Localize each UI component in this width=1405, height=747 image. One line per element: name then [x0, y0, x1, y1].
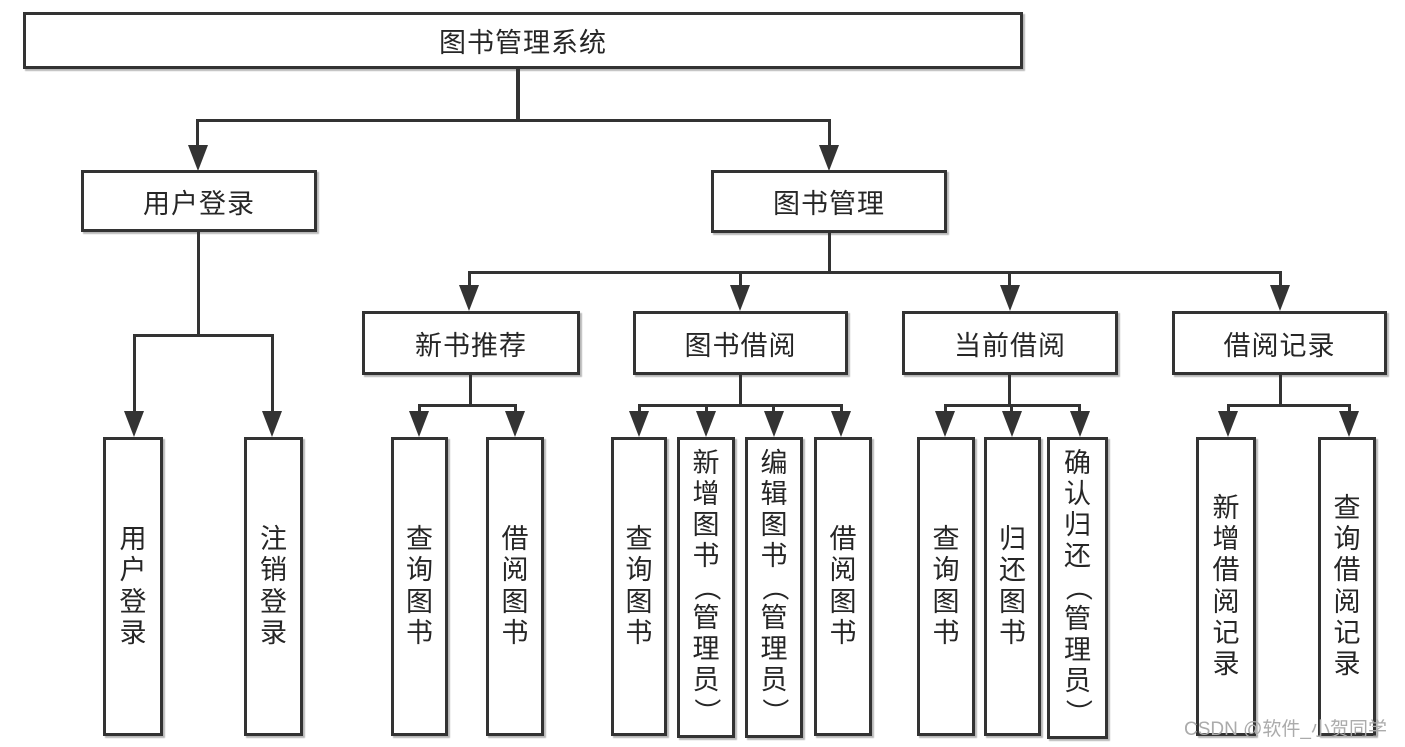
arrow-down-icon — [730, 285, 750, 311]
arrow-down-icon — [1070, 411, 1090, 437]
arrow-down-icon — [262, 411, 282, 437]
leaf-add-borrow-record: 新增借阅记录 — [1196, 437, 1256, 736]
leaf-borrow-books-recommend: 借阅图书 — [486, 437, 544, 736]
arrow-down-icon — [409, 411, 429, 437]
arrow-down-icon — [935, 411, 955, 437]
node-new-book-recommend: 新书推荐 — [362, 311, 580, 375]
leaf-borrow-books-borrow: 借阅图书 — [814, 437, 872, 736]
node-book-management: 图书管理 — [711, 170, 947, 233]
arrow-down-icon — [188, 145, 208, 171]
connector-line — [271, 334, 274, 412]
connector-line — [772, 404, 775, 414]
connector-line — [418, 404, 517, 407]
arrow-down-icon — [819, 145, 839, 171]
connector-line — [196, 119, 831, 122]
node-current-borrow: 当前借阅 — [902, 311, 1118, 375]
arrow-down-icon — [124, 411, 144, 437]
connector-line — [516, 69, 520, 121]
connector-line — [469, 374, 472, 406]
node-borrow-records: 借阅记录 — [1172, 311, 1387, 375]
node-user-login: 用户登录 — [81, 170, 317, 232]
node-borrow-records-label: 借阅记录 — [1223, 330, 1336, 361]
arrow-down-icon — [1339, 411, 1359, 437]
connector-line — [638, 404, 843, 407]
leaf-query-books-borrow: 查询图书 — [611, 437, 667, 736]
arrow-down-icon — [1000, 285, 1020, 311]
leaf-query-borrow-record: 查询借阅记录 — [1318, 437, 1376, 736]
connector-line — [840, 404, 843, 414]
leaf-user-login-label: 用户登录 — [119, 524, 147, 648]
connector-line — [1078, 404, 1081, 414]
leaf-borrow-books-recommend-label: 借阅图书 — [501, 524, 529, 648]
connector-line — [739, 374, 742, 406]
connector-line — [944, 404, 947, 414]
leaf-add-book-admin-label: 新增图书（管理员） — [691, 447, 722, 726]
connector-line — [514, 404, 517, 414]
connector-line — [1008, 374, 1011, 406]
leaf-edit-book-admin-label: 编辑图书（管理员） — [759, 447, 790, 726]
node-new-book-recommend-label: 新书推荐 — [415, 330, 527, 361]
arrow-down-icon — [459, 285, 479, 311]
leaf-logout: 注销登录 — [244, 437, 303, 736]
connector-line — [828, 231, 831, 273]
node-book-borrow: 图书借阅 — [633, 311, 848, 375]
leaf-query-books-current-label: 查询图书 — [932, 524, 960, 648]
leaf-edit-book-admin: 编辑图书（管理员） — [745, 437, 803, 738]
arrow-down-icon — [505, 411, 525, 437]
arrow-down-icon — [1270, 285, 1290, 311]
connector-line — [196, 119, 199, 147]
arrow-down-icon — [629, 411, 649, 437]
connector-line — [468, 271, 471, 289]
node-user-login-label: 用户登录 — [143, 188, 255, 219]
arrow-down-icon — [764, 411, 784, 437]
connector-line — [705, 404, 708, 414]
connector-line — [1348, 404, 1351, 414]
connector-line — [739, 271, 742, 289]
watermark: CSDN @软件_小贺同学 — [1184, 719, 1387, 740]
node-current-borrow-label: 当前借阅 — [954, 330, 1066, 361]
leaf-query-books-borrow-label: 查询图书 — [625, 524, 653, 648]
node-root-label: 图书管理系统 — [439, 28, 607, 58]
leaf-add-borrow-record-label: 新增借阅记录 — [1212, 493, 1240, 679]
connector-line — [133, 334, 136, 412]
connector-line — [197, 231, 200, 336]
leaf-confirm-return-admin: 确认归还（管理员） — [1047, 437, 1108, 739]
arrow-down-icon — [696, 411, 716, 437]
connector-line — [1008, 271, 1011, 289]
leaf-query-books-current: 查询图书 — [917, 437, 975, 736]
connector-line — [1010, 404, 1013, 414]
leaf-add-book-admin: 新增图书（管理员） — [677, 437, 735, 738]
node-root: 图书管理系统 — [23, 12, 1023, 69]
leaf-logout-label: 注销登录 — [260, 524, 287, 648]
arrow-down-icon — [831, 411, 851, 437]
connector-line — [638, 404, 641, 414]
connector-line — [828, 119, 831, 147]
leaf-user-login: 用户登录 — [103, 437, 163, 736]
connector-line — [1279, 271, 1282, 289]
node-book-borrow-label: 图书借阅 — [684, 330, 797, 361]
leaf-query-books-recommend-label: 查询图书 — [406, 524, 433, 648]
connector-line — [418, 404, 421, 414]
leaf-return-book-label: 归还图书 — [999, 524, 1026, 648]
leaf-confirm-return-admin-label: 确认归还（管理员） — [1063, 448, 1094, 726]
connector-line — [1227, 404, 1230, 414]
arrow-down-icon — [1218, 411, 1238, 437]
leaf-query-borrow-record-label: 查询借阅记录 — [1333, 493, 1361, 679]
leaf-query-books-recommend: 查询图书 — [391, 437, 448, 736]
node-book-management-label: 图书管理 — [773, 189, 885, 219]
connector-line — [1227, 404, 1351, 407]
connector-line — [133, 334, 274, 337]
leaf-borrow-books-borrow-label: 借阅图书 — [829, 524, 857, 648]
connector-line — [468, 271, 1281, 274]
arrow-down-icon — [1002, 411, 1022, 437]
connector-line — [1279, 374, 1282, 406]
leaf-return-book: 归还图书 — [984, 437, 1041, 736]
